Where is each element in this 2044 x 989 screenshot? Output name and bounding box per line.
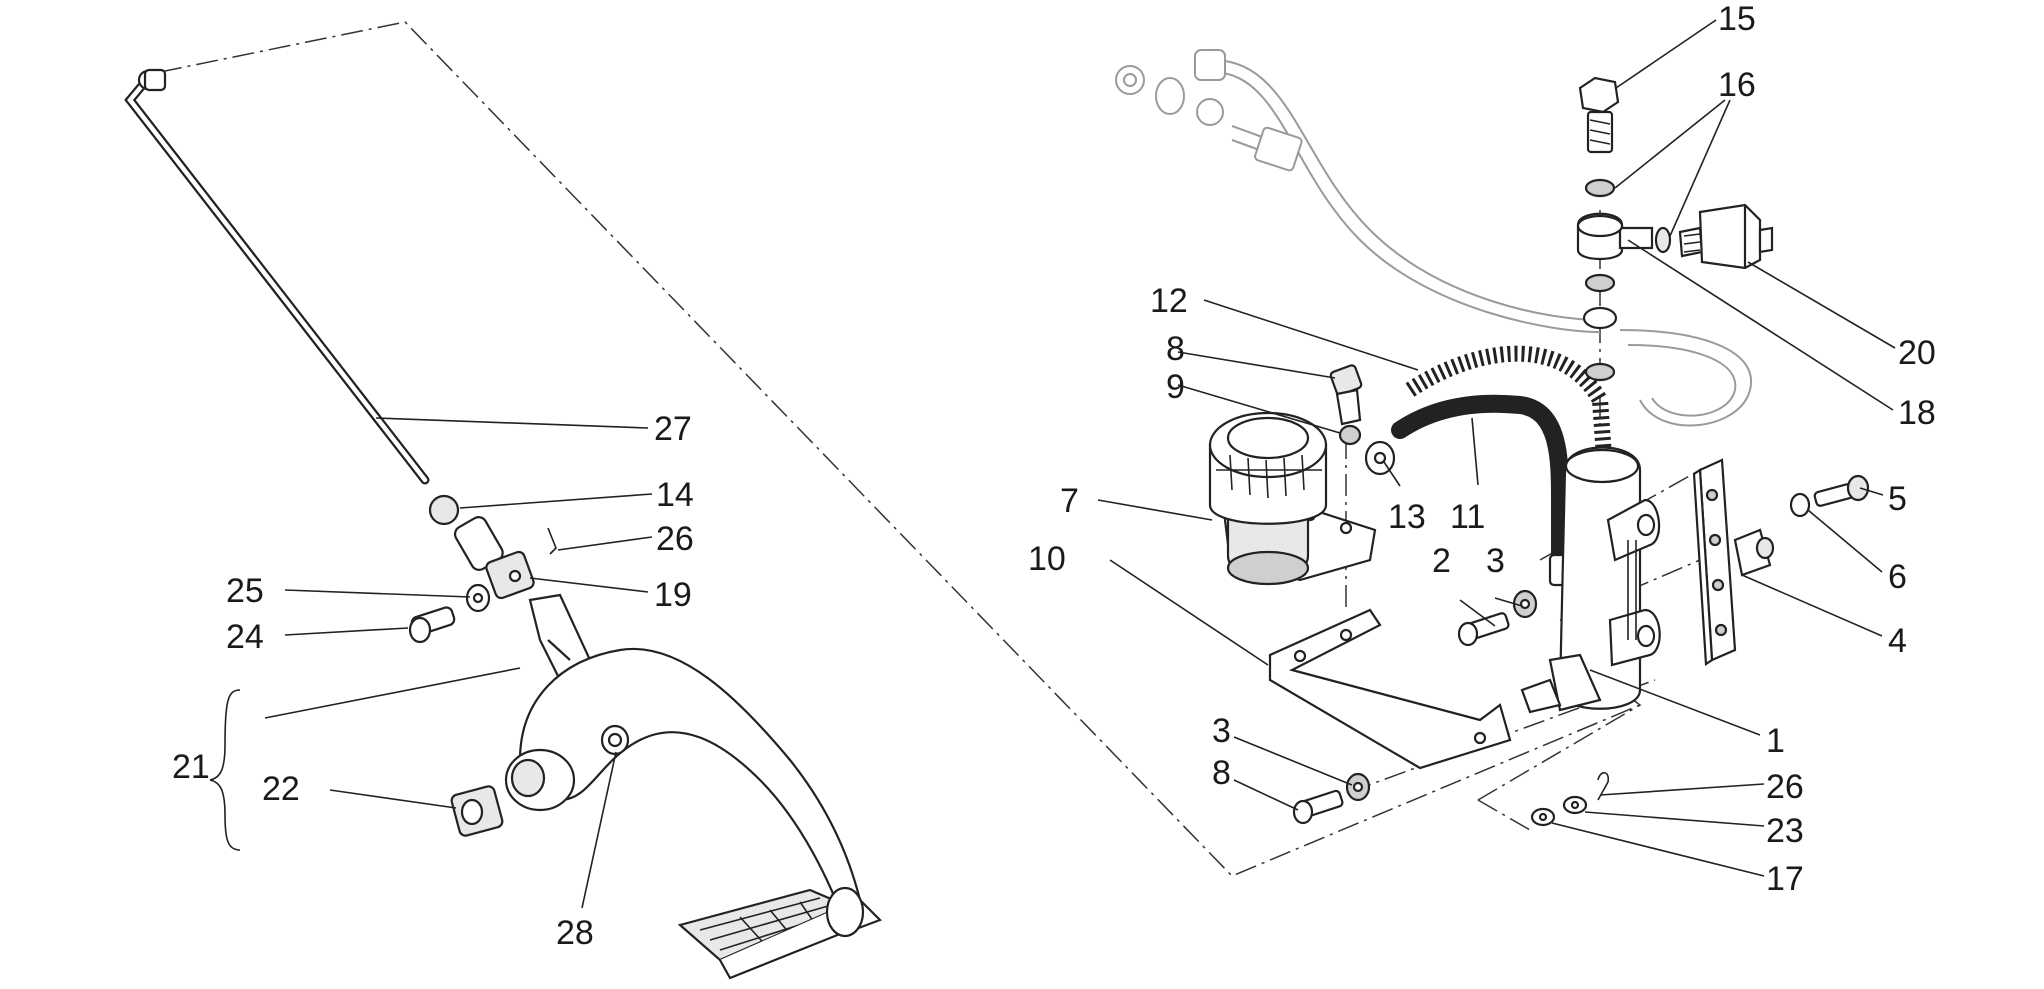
callout-8b: 8 xyxy=(1212,754,1231,792)
fastener-parts-icon xyxy=(1292,589,1610,827)
mounting-plate-icon xyxy=(1692,458,1870,666)
callout-21: 21 xyxy=(172,748,210,786)
callout-3b: 3 xyxy=(1212,712,1231,750)
bolt-and-washer-icon xyxy=(1329,364,1396,476)
callout-26b: 26 xyxy=(1766,768,1804,806)
callout-28: 28 xyxy=(556,914,594,952)
clevis-assembly-icon xyxy=(408,494,557,644)
callout-25: 25 xyxy=(226,572,264,610)
mounting-bracket-icon xyxy=(1268,608,1512,770)
callout-15: 15 xyxy=(1718,0,1756,38)
callout-1: 1 xyxy=(1766,722,1785,760)
callout-24: 24 xyxy=(226,618,264,656)
callout-18: 18 xyxy=(1898,394,1936,432)
callout-6: 6 xyxy=(1888,558,1907,596)
callout-27: 27 xyxy=(654,410,692,448)
leader-lines xyxy=(209,19,1896,909)
callout-11: 11 xyxy=(1450,498,1485,536)
callout-16: 16 xyxy=(1718,66,1756,104)
callout-12: 12 xyxy=(1150,282,1188,320)
callout-22: 22 xyxy=(262,770,300,808)
callout-7: 7 xyxy=(1060,482,1079,520)
callout-13: 13 xyxy=(1388,498,1426,536)
callout-17: 17 xyxy=(1766,860,1804,898)
callout-20: 20 xyxy=(1898,334,1936,372)
callout-14: 14 xyxy=(656,476,694,514)
callout-5: 5 xyxy=(1888,480,1907,518)
callout-2: 2 xyxy=(1432,542,1451,580)
callout-9: 9 xyxy=(1166,368,1185,406)
callout-26a: 26 xyxy=(656,520,694,558)
master-cylinder-icon xyxy=(1520,446,1661,714)
brake-hose-icon xyxy=(1115,49,1753,427)
push-rod-icon xyxy=(124,68,430,485)
callout-19: 19 xyxy=(654,576,692,614)
pressure-switch-icon xyxy=(1576,76,1774,382)
callout-4: 4 xyxy=(1888,622,1907,660)
callout-3a: 3 xyxy=(1486,542,1505,580)
fluid-reservoir-icon xyxy=(1208,411,1377,586)
callout-labels: 15 16 20 18 5 6 4 1 26 23 17 12 8 9 7 10… xyxy=(172,0,1936,952)
callout-23: 23 xyxy=(1766,812,1804,850)
callout-8a: 8 xyxy=(1166,330,1185,368)
callout-10: 10 xyxy=(1028,540,1066,578)
brake-pedal-icon xyxy=(450,593,882,980)
reservoir-hose-icon xyxy=(1391,345,1613,587)
